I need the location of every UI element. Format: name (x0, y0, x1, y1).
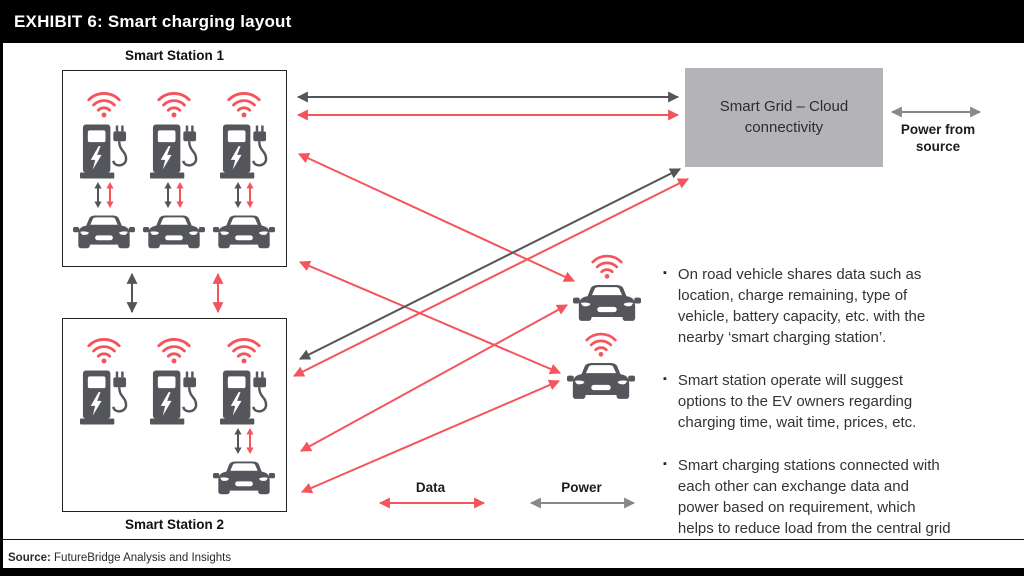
car-icon (567, 362, 635, 399)
power-from-source-label: Power from source (900, 122, 976, 154)
car-icon (573, 284, 641, 321)
note-text: Smart station operate will suggest optio… (677, 372, 917, 431)
ev-charger-icon (219, 369, 267, 426)
bullet-square-icon: ▪ (663, 267, 667, 279)
station1-label: Smart Station 1 (124, 48, 225, 63)
source-text: FutureBridge Analysis and Insights (50, 552, 232, 564)
data-power-vertical-arrows-icon (233, 428, 255, 454)
ev-charger-icon (79, 369, 127, 426)
car-icon (73, 215, 135, 249)
station2-bay-3 (209, 337, 279, 497)
source-attribution: Source: FutureBridge Analysis and Insigh… (8, 552, 231, 564)
wifi-icon (227, 337, 261, 364)
wifi-icon (157, 91, 191, 118)
wifi-icon (87, 337, 121, 364)
wifi-icon (591, 254, 623, 279)
wifi-icon (227, 91, 261, 118)
note-text: Smart charging stations connected with e… (677, 457, 951, 537)
on-road-vehicle-1 (572, 254, 642, 324)
data-power-vertical-arrows-icon (93, 182, 115, 208)
legend-power-label: Power (561, 480, 602, 495)
list-item: ▪ Smart charging stations connected with… (663, 455, 1015, 539)
smart-grid-cloud-box: Smart Grid – Cloud connectivity (685, 68, 883, 167)
car-icon (213, 215, 275, 249)
ev-charger-icon (149, 123, 197, 180)
ev-charger-icon (149, 369, 197, 426)
exhibit-title-bar: EXHIBIT 6: Smart charging layout (0, 0, 1024, 43)
wifi-icon (157, 337, 191, 364)
source-prefix: Source: (8, 552, 51, 564)
data-arrow-station2-car2 (300, 379, 561, 494)
on-road-vehicle-2 (566, 332, 636, 402)
station1-bay-3 (209, 91, 279, 251)
station2-bay-1 (69, 337, 139, 426)
station2-bay-2 (139, 337, 209, 426)
footer-separator-line (0, 539, 1024, 540)
legend-data-label: Data (415, 480, 446, 495)
wifi-icon (585, 332, 617, 357)
notes-list: ▪ On road vehicle shares data such as lo… (663, 264, 1015, 561)
car-icon (143, 215, 205, 249)
note-text: On road vehicle shares data such as loca… (677, 266, 926, 346)
ev-charger-icon (219, 123, 267, 180)
list-item: ▪ On road vehicle shares data such as lo… (663, 264, 1015, 348)
exhibit-title: EXHIBIT 6: Smart charging layout (14, 11, 292, 31)
station1-bay-2 (139, 91, 209, 251)
data-arrow-station2-car1 (300, 304, 568, 452)
station2-box (62, 318, 287, 512)
bullet-square-icon: ▪ (663, 458, 667, 470)
list-item: ▪ Smart station operate will suggest opt… (663, 370, 1015, 433)
page-left-border (0, 0, 3, 576)
data-power-vertical-arrows-icon (163, 182, 185, 208)
station1-bay-1 (69, 91, 139, 251)
station2-label: Smart Station 2 (124, 517, 225, 532)
page-bottom-bar (0, 568, 1024, 576)
data-arrow-station1-car2 (298, 260, 562, 375)
car-icon (213, 461, 275, 495)
wifi-icon (87, 91, 121, 118)
bullet-square-icon: ▪ (663, 373, 667, 385)
data-power-vertical-arrows-icon (233, 182, 255, 208)
ev-charger-icon (79, 123, 127, 180)
station1-box (62, 70, 287, 267)
data-arrow-station1-car1 (298, 153, 575, 282)
